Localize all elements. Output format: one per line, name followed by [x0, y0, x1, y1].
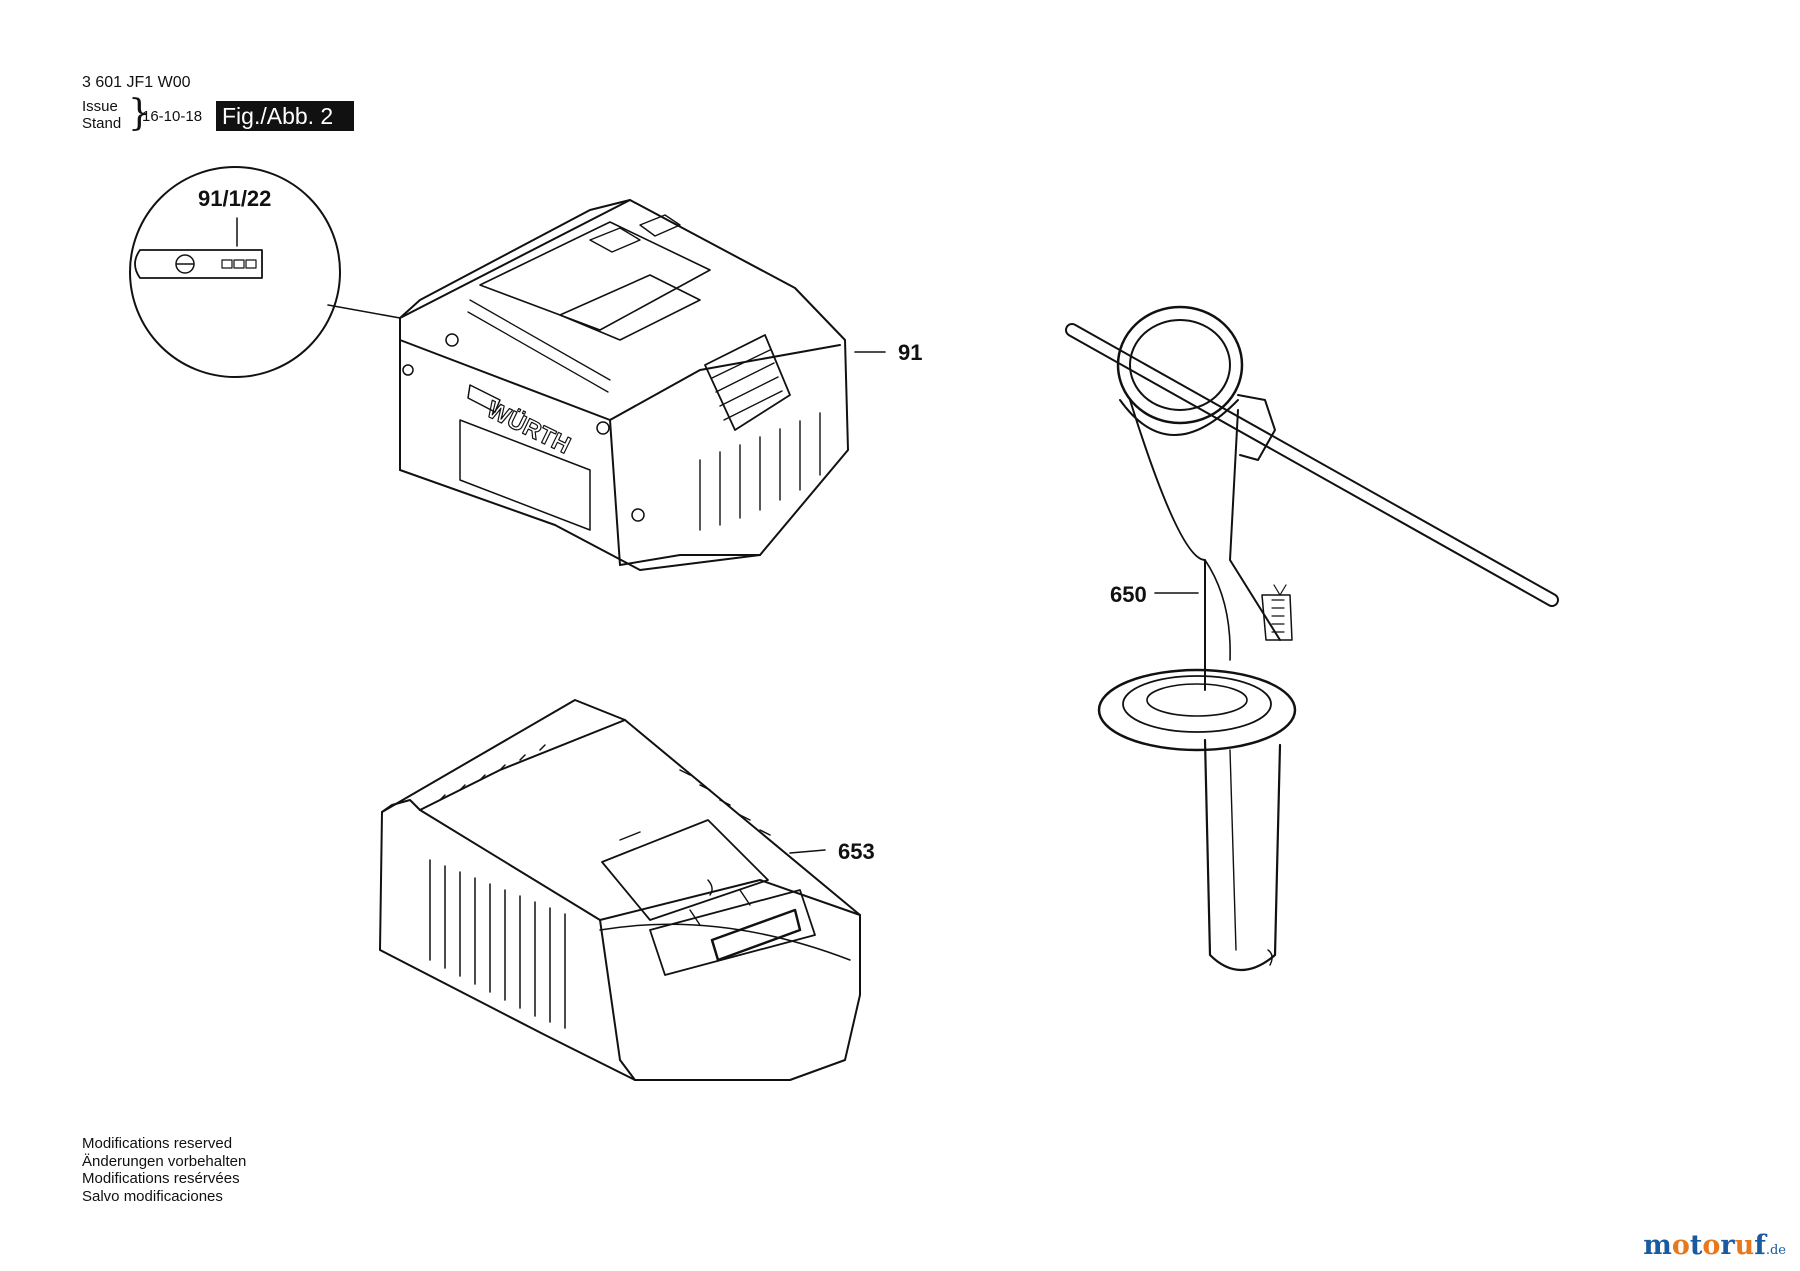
issue-stand-labels: Issue Stand [82, 98, 121, 132]
issue-date: 16-10-18 [142, 108, 203, 125]
battery-pack: WÜRTH [399, 199, 849, 571]
callout-91-1-22: 91/1/22 [198, 186, 272, 211]
part-number: 3 601 JF1 W00 [82, 74, 191, 91]
note-de: Änderungen vorbehalten [82, 1152, 247, 1170]
stand-label: Stand [82, 115, 122, 132]
watermark-name: motoruf [1643, 1230, 1766, 1261]
note-es: Salvo modificaciones [82, 1187, 223, 1205]
detail-magnifier [129, 166, 401, 378]
auxiliary-handle [1065, 305, 1559, 971]
issue-label: Issue [82, 98, 118, 115]
callout-650: 650 [1110, 582, 1147, 607]
battery-brand-text: WÜRTH [482, 396, 574, 459]
leader-line-653 [789, 849, 826, 854]
charger [379, 699, 861, 1081]
modification-notes: Modifications reserved Änderungen vorbeh… [82, 1135, 246, 1205]
brace-glyph: } [128, 93, 151, 134]
note-en: Modifications reserved [82, 1135, 233, 1152]
note-fr: Modifications resérvées [82, 1170, 240, 1187]
callout-653: 653 [838, 839, 875, 864]
watermark-logo: motoruf.de [1643, 1230, 1786, 1261]
rating-plate-part [134, 249, 263, 279]
callout-91: 91 [898, 340, 923, 365]
figure-label: Fig./Abb. 2 [216, 101, 354, 131]
watermark-tld: .de [1765, 1243, 1786, 1258]
